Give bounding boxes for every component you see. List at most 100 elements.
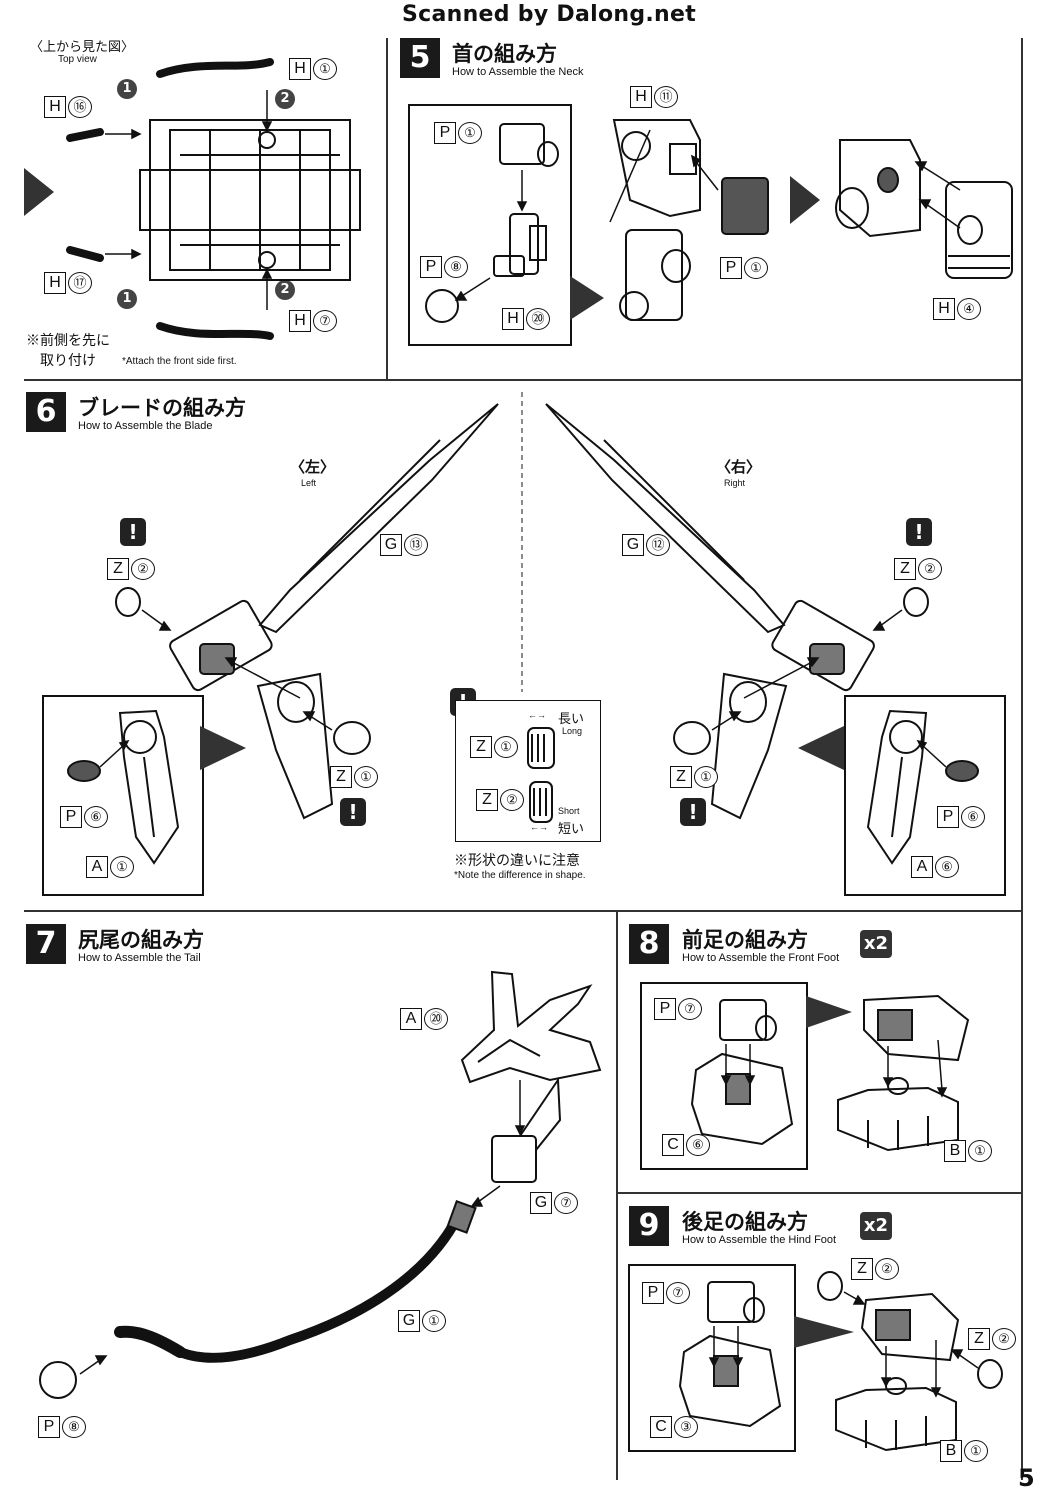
pointer-triangle-icon	[790, 176, 820, 224]
right-blade-illustration	[545, 403, 929, 820]
multiplier-badge: x2	[860, 930, 892, 958]
left-heading: 〈左〉	[290, 459, 336, 476]
top-view-note-jp-2: 取り付け	[40, 352, 96, 368]
step-5-title: 首の組み方	[452, 42, 557, 66]
step-7-title: 尻尾の組み方	[78, 928, 204, 952]
sequence-badge-icon: 1	[117, 79, 137, 99]
front-foot-illustration	[837, 994, 970, 1152]
step-5-number: 5	[400, 38, 440, 78]
rule-mid-vertical	[616, 912, 618, 1480]
rule-h3	[618, 1192, 1022, 1194]
watermark: Scanned by Dalong.net	[402, 2, 697, 27]
long-label-en: Long	[562, 726, 583, 736]
step-5-head-illustration	[835, 139, 1013, 279]
hind-foot-illustration	[817, 1271, 1003, 1452]
step-8-subassembly-illustration	[690, 999, 794, 1146]
shape-note-jp: ※形状の違いに注意	[454, 852, 580, 868]
step-5-subassembly-illustration	[425, 123, 559, 323]
sequence-badge-icon: 2	[275, 280, 295, 300]
pointer-triangle-icon	[794, 1316, 854, 1348]
long-short-parts-illustration	[527, 727, 555, 823]
caution-icon: !	[120, 518, 146, 546]
shape-note-en: *Note the difference in shape.	[454, 870, 586, 881]
multiplier-badge: x2	[860, 1212, 892, 1240]
shape-difference-box	[455, 700, 601, 842]
step-7-subtitle: How to Assemble the Tail	[78, 952, 201, 964]
caution-icon: !	[906, 518, 932, 546]
pointer-triangle-icon	[806, 996, 852, 1028]
long-arrow-icon: ←→	[528, 710, 546, 720]
step-5-neck-illustration	[609, 119, 769, 321]
right-heading: 〈右〉	[716, 459, 762, 476]
rule-h1	[24, 379, 1022, 381]
right-subassembly-illustration	[866, 709, 979, 865]
top-view-subtitle: Top view	[58, 54, 97, 65]
step-9-number: 9	[629, 1206, 669, 1246]
step-9-subassembly-illustration	[678, 1281, 782, 1428]
short-label-jp: 短い	[558, 821, 585, 836]
top-view-note-en: *Attach the front side first.	[122, 356, 237, 367]
top-view-illustration	[66, 58, 361, 340]
short-label-en: Short	[558, 806, 580, 816]
pointer-triangle-icon	[798, 726, 844, 770]
tail-illustration	[39, 970, 602, 1399]
rule-right-vertical	[1021, 38, 1023, 1480]
step-6-number: 6	[26, 392, 66, 432]
long-label-jp: 長い	[558, 711, 585, 726]
caution-icon: !	[340, 798, 366, 826]
step-8-number: 8	[629, 924, 669, 964]
left-heading-en: Left	[301, 478, 317, 488]
step-8-subtitle: How to Assemble the Front Foot	[682, 952, 840, 964]
page-number: 5	[1018, 1464, 1035, 1492]
center-dashed-divider	[521, 392, 523, 692]
sequence-badge-icon: 1	[117, 289, 137, 309]
step-7-number: 7	[26, 924, 66, 964]
rule-h2	[24, 910, 1022, 912]
short-arrow-icon: ←→	[530, 822, 548, 832]
caution-icon: !	[680, 798, 706, 826]
pointer-triangle-icon	[570, 276, 604, 320]
left-subassembly-illustration	[67, 709, 180, 865]
step-8-title: 前足の組み方	[682, 928, 808, 952]
pointer-triangle-icon	[200, 726, 246, 770]
pointer-triangle-icon	[24, 168, 54, 216]
right-heading-en: Right	[724, 478, 746, 488]
top-view-note-jp-1: ※前側を先に	[26, 332, 110, 348]
step-6-subtitle: How to Assemble the Blade	[78, 420, 213, 432]
step-9-title: 後足の組み方	[682, 1210, 808, 1234]
top-view-title: 〈上から見た図〉	[30, 39, 135, 54]
rule-top-vertical	[386, 38, 388, 380]
sequence-badge-icon: 2	[275, 89, 295, 109]
